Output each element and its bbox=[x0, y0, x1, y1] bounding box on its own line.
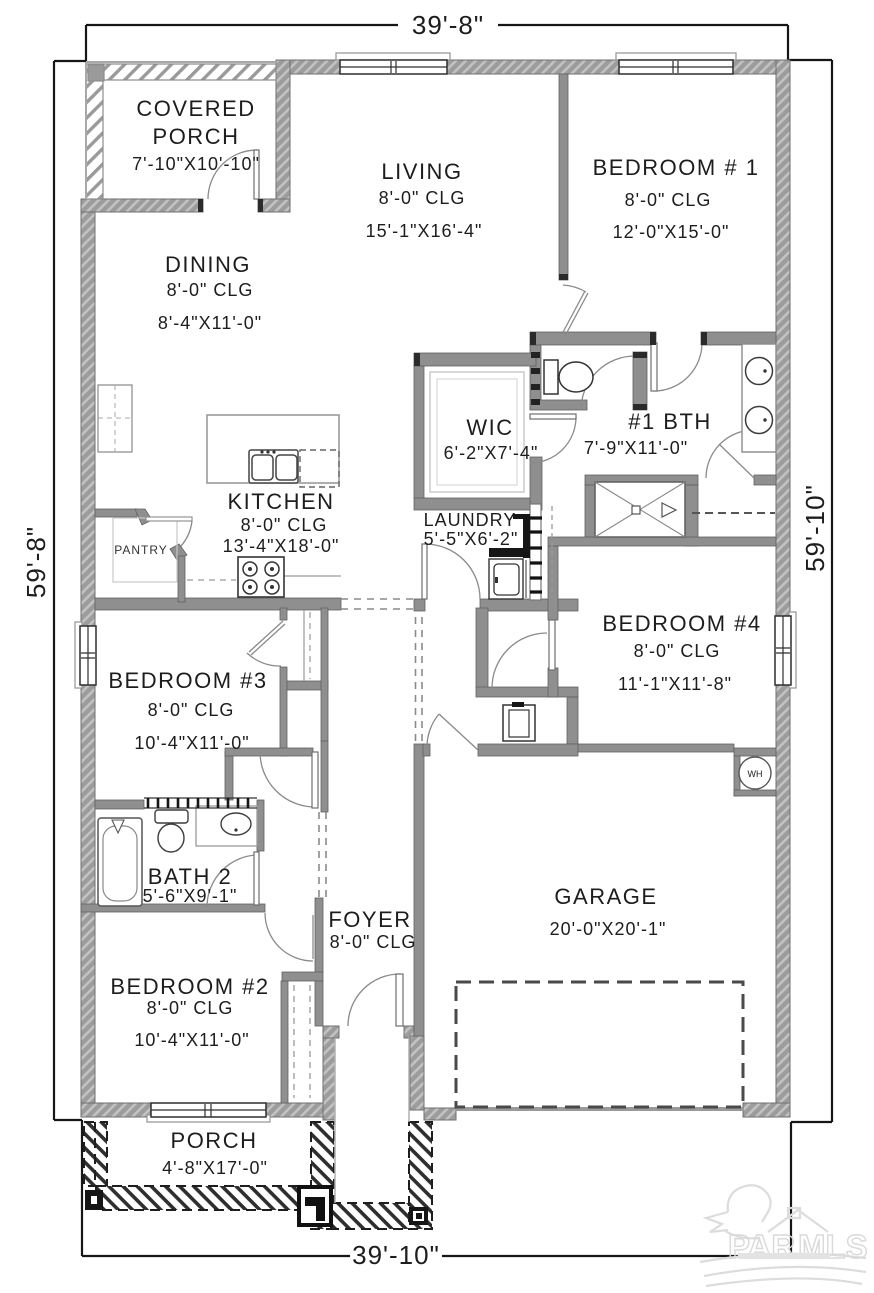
svg-text:39'-8": 39'-8" bbox=[412, 10, 484, 40]
svg-text:BATH 2: BATH 2 bbox=[148, 864, 232, 889]
svg-text:#1 BTH: #1 BTH bbox=[628, 409, 712, 434]
svg-text:MLS: MLS bbox=[798, 1228, 868, 1265]
svg-text:10'-4"X11'-0": 10'-4"X11'-0" bbox=[134, 1030, 249, 1050]
svg-text:DINING: DINING bbox=[165, 252, 251, 277]
svg-text:FOYER: FOYER bbox=[328, 907, 411, 932]
svg-text:8'-0" CLG: 8'-0" CLG bbox=[634, 641, 721, 661]
svg-text:13'-4"X18'-0": 13'-4"X18'-0" bbox=[223, 536, 340, 556]
svg-text:GARAGE: GARAGE bbox=[554, 884, 657, 909]
svg-text:PANTRY: PANTRY bbox=[114, 543, 168, 557]
svg-text:WH: WH bbox=[748, 769, 763, 779]
svg-text:8'-4"X11'-0": 8'-4"X11'-0" bbox=[158, 313, 262, 333]
svg-text:KITCHEN: KITCHEN bbox=[227, 489, 334, 514]
svg-text:8'-0" CLG: 8'-0" CLG bbox=[330, 932, 417, 952]
svg-text:39'-10": 39'-10" bbox=[352, 1240, 440, 1270]
svg-text:LIVING: LIVING bbox=[381, 159, 462, 184]
svg-text:20'-0"X20'-1": 20'-0"X20'-1" bbox=[550, 919, 667, 939]
svg-text:15'-1"X16'-4": 15'-1"X16'-4" bbox=[366, 221, 483, 241]
svg-text:8'-0" CLG: 8'-0" CLG bbox=[148, 700, 235, 720]
svg-text:WIC: WIC bbox=[466, 415, 513, 440]
svg-text:8'-0" CLG: 8'-0" CLG bbox=[379, 188, 466, 208]
svg-text:BEDROOM #4: BEDROOM #4 bbox=[602, 611, 761, 636]
svg-text:12'-0"X15'-0": 12'-0"X15'-0" bbox=[613, 222, 730, 242]
svg-text:COVERED: COVERED bbox=[136, 96, 255, 121]
svg-text:PAR: PAR bbox=[728, 1228, 795, 1265]
svg-text:8'-0" CLG: 8'-0" CLG bbox=[167, 280, 254, 300]
svg-text:BEDROOM # 1: BEDROOM # 1 bbox=[593, 155, 760, 180]
svg-text:59'-10": 59'-10" bbox=[800, 484, 830, 572]
svg-text:PORCH: PORCH bbox=[171, 1128, 258, 1153]
svg-text:10'-4"X11'-0": 10'-4"X11'-0" bbox=[134, 733, 249, 753]
svg-text:8'-0" CLG: 8'-0" CLG bbox=[147, 998, 234, 1018]
svg-text:4'-8"X17'-0": 4'-8"X17'-0" bbox=[162, 1158, 268, 1178]
svg-text:5'-6"X9'-1": 5'-6"X9'-1" bbox=[143, 886, 238, 906]
svg-text:7'-10"X10'-10": 7'-10"X10'-10" bbox=[132, 154, 260, 174]
svg-text:11'-1"X11'-8": 11'-1"X11'-8" bbox=[618, 674, 732, 694]
svg-text:BEDROOM #3: BEDROOM #3 bbox=[108, 668, 267, 693]
svg-text:6'-2"X7'-4": 6'-2"X7'-4" bbox=[444, 443, 539, 463]
svg-text:BEDROOM #2: BEDROOM #2 bbox=[110, 974, 269, 999]
svg-text:PORCH: PORCH bbox=[153, 124, 240, 149]
svg-text:LAUNDRY: LAUNDRY bbox=[424, 510, 517, 530]
svg-text:7'-9"X11'-0": 7'-9"X11'-0" bbox=[584, 438, 688, 458]
svg-text:5'-5"X6'-2": 5'-5"X6'-2" bbox=[424, 529, 519, 549]
svg-text:8'-0" CLG: 8'-0" CLG bbox=[241, 515, 328, 535]
svg-text:59'-8": 59'-8" bbox=[21, 526, 51, 598]
svg-text:8'-0" CLG: 8'-0" CLG bbox=[625, 190, 712, 210]
